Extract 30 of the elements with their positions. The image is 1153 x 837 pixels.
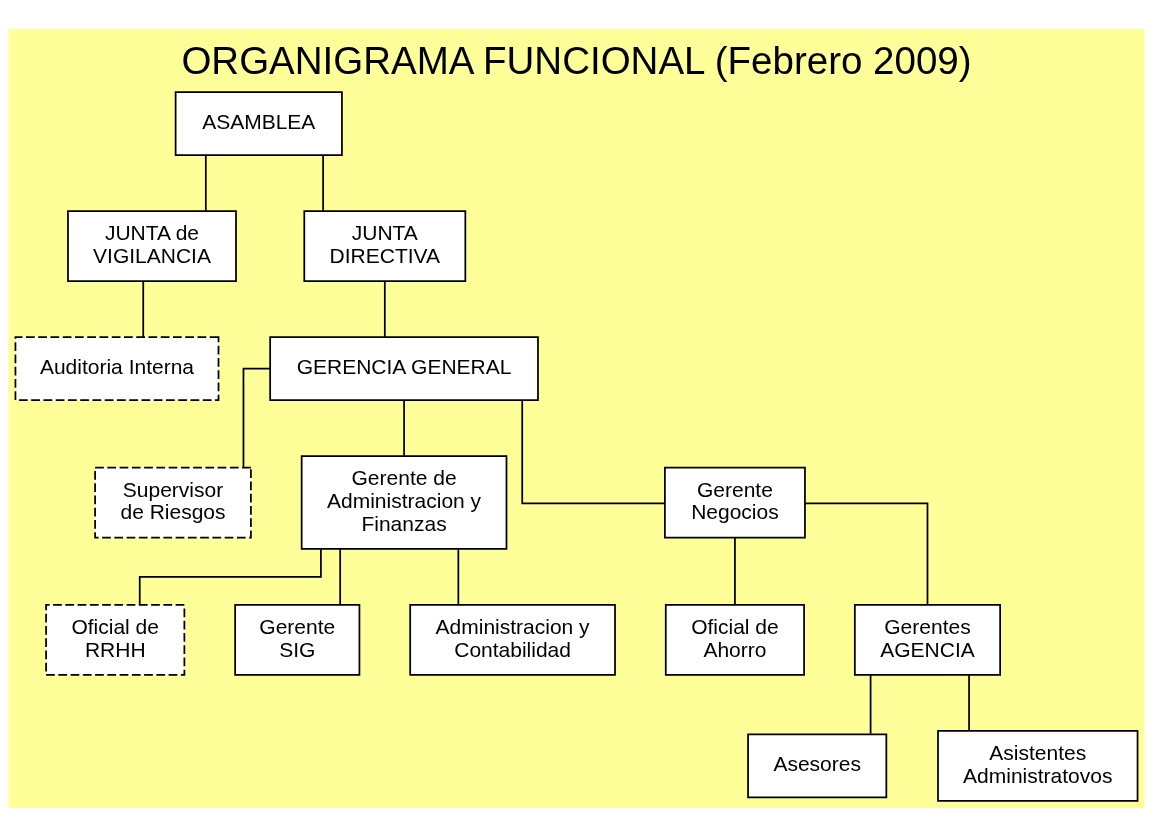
connector bbox=[521, 399, 666, 505]
node-box: Oficial de Ahorro bbox=[664, 604, 805, 676]
node-box: Auditoria Interna bbox=[14, 336, 220, 401]
connector bbox=[339, 548, 342, 606]
connector bbox=[138, 548, 322, 606]
connector bbox=[968, 674, 970, 732]
node-box: Gerente Negocios bbox=[664, 466, 806, 539]
node-box: Gerente SIG bbox=[234, 604, 361, 676]
node-box: Asesores bbox=[747, 733, 888, 799]
node-box: Asistentes Administratovos bbox=[937, 730, 1139, 802]
connector bbox=[457, 548, 460, 606]
node-box: Gerentes AGENCIA bbox=[853, 604, 1001, 676]
node-box: JUNTA DIRECTIVA bbox=[303, 210, 467, 282]
node-box: ASAMBLEA bbox=[174, 91, 343, 156]
node-box: JUNTA de VIGILANCIA bbox=[67, 210, 237, 282]
connector bbox=[142, 280, 145, 338]
node-box: Administracion y Contabilidad bbox=[409, 604, 616, 676]
connector bbox=[322, 154, 324, 212]
connector bbox=[734, 537, 736, 606]
node-box: Oficial de RRHH bbox=[45, 604, 186, 676]
connector bbox=[869, 674, 872, 735]
connector bbox=[403, 399, 405, 457]
node-box: Supervisor de Riesgos bbox=[94, 466, 252, 539]
node-box: GERENCIA GENERAL bbox=[269, 336, 539, 401]
node-box: Gerente de Administracion y Finanzas bbox=[300, 455, 508, 550]
connector bbox=[383, 280, 386, 338]
connector bbox=[242, 367, 271, 469]
connector bbox=[204, 154, 207, 212]
diagram-title: ORGANIGRAMA FUNCIONAL (Febrero 2009) bbox=[181, 38, 972, 82]
connector bbox=[804, 502, 929, 606]
